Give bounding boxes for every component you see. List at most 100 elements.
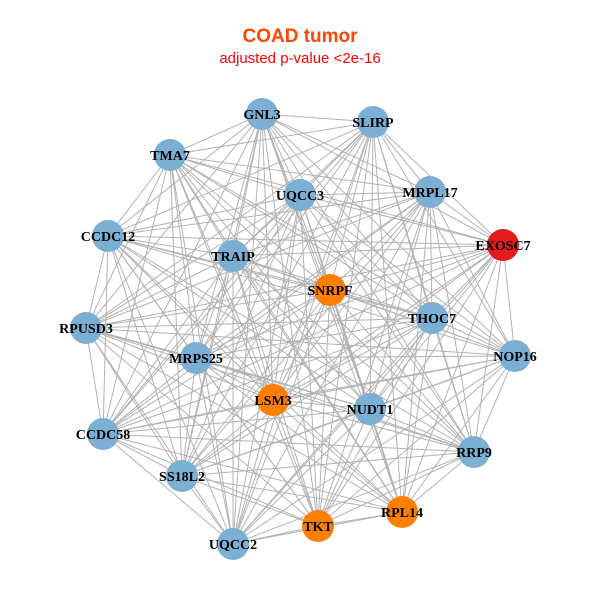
edge-TMA7-EXOSC7 <box>169 154 504 246</box>
node-circle[interactable] <box>414 176 446 208</box>
edge-LSM3-UQCC2 <box>232 399 274 545</box>
edge-NUDT1-TKT <box>317 408 371 527</box>
node-RRP9[interactable]: RRP9 <box>456 436 492 468</box>
node-circle[interactable] <box>354 393 386 425</box>
node-circle[interactable] <box>416 302 448 334</box>
edge-EXOSC7-RRP9 <box>473 244 504 453</box>
edge-NOP16-UQCC2 <box>232 355 516 545</box>
node-TKT[interactable]: TKT <box>302 510 334 542</box>
node-CCDC58[interactable]: CCDC58 <box>76 418 130 450</box>
edge-SNRPF-SS18L2 <box>181 289 331 477</box>
edge-RRP9-SS18L2 <box>181 451 475 477</box>
node-circle[interactable] <box>70 312 102 344</box>
edge-GNL3-MRPS25 <box>195 113 263 359</box>
edge-MRPL17-RPUSD3 <box>85 191 431 329</box>
edge-TMA7-SS18L2 <box>169 154 183 477</box>
edge-UQCC3-MRPL17 <box>299 191 431 196</box>
edge-TMA7-LSM3 <box>169 154 274 401</box>
edge-SNRPF-RRP9 <box>329 289 475 453</box>
edge-GNL3-NOP16 <box>261 113 516 357</box>
node-UQCC3[interactable]: UQCC3 <box>276 179 324 211</box>
node-label: NUDT1 <box>347 403 394 418</box>
edge-THOC7-MRPS25 <box>195 317 433 359</box>
edge-EXOSC7-SS18L2 <box>181 244 504 477</box>
node-MRPS25[interactable]: MRPS25 <box>169 342 223 374</box>
node-circle[interactable] <box>357 106 389 138</box>
node-NUDT1[interactable]: NUDT1 <box>347 393 394 425</box>
edge-LSM3-RRP9 <box>272 399 475 453</box>
edge-MRPS25-TKT <box>195 357 319 527</box>
node-label: UQCC2 <box>209 538 257 553</box>
node-circle[interactable] <box>180 342 212 374</box>
edge-CCDC12-EXOSC7 <box>107 235 504 246</box>
edge-GNL3-RPUSD3 <box>85 113 263 329</box>
node-circle[interactable] <box>487 229 519 261</box>
node-label: GNL3 <box>243 108 280 123</box>
node-THOC7[interactable]: THOC7 <box>408 302 456 334</box>
node-circle[interactable] <box>217 528 249 560</box>
edge-GNL3-SLIRP <box>261 113 374 123</box>
edge-THOC7-UQCC2 <box>232 317 433 545</box>
node-RPL14[interactable]: RPL14 <box>381 496 423 528</box>
edge-TMA7-CCDC58 <box>102 154 171 435</box>
edge-RRP9-TKT <box>317 451 475 527</box>
edge-MRPL17-SNRPF <box>329 191 431 291</box>
node-circle[interactable] <box>92 220 124 252</box>
edge-TMA7-MRPS25 <box>169 154 197 359</box>
node-label: SS18L2 <box>159 470 205 485</box>
edge-RPUSD3-LSM3 <box>85 327 274 401</box>
node-circle[interactable] <box>284 179 316 211</box>
node-SNRPF[interactable]: SNRPF <box>307 274 353 306</box>
edge-NUDT1-RRP9 <box>369 408 475 453</box>
node-circle[interactable] <box>217 240 249 272</box>
node-LSM3[interactable]: LSM3 <box>254 384 292 416</box>
edge-EXOSC7-RPUSD3 <box>85 244 504 329</box>
node-GNL3[interactable]: GNL3 <box>243 98 281 130</box>
node-EXOSC7[interactable]: EXOSC7 <box>475 229 531 261</box>
edge-CCDC12-SS18L2 <box>107 235 183 477</box>
edge-GNL3-CCDC12 <box>107 113 263 237</box>
node-MRPL17[interactable]: MRPL17 <box>402 176 458 208</box>
node-UQCC2[interactable]: UQCC2 <box>209 528 257 560</box>
edge-UQCC3-MRPS25 <box>195 194 301 359</box>
node-NOP16[interactable]: NOP16 <box>493 340 537 372</box>
node-circle[interactable] <box>166 460 198 492</box>
edge-RPUSD3-UQCC2 <box>85 327 234 545</box>
node-circle[interactable] <box>246 98 278 130</box>
edge-MRPL17-THOC7 <box>429 191 433 319</box>
edge-MRPL17-NUDT1 <box>369 191 431 410</box>
node-circle[interactable] <box>458 436 490 468</box>
node-circle[interactable] <box>386 496 418 528</box>
edge-MRPL17-NOP16 <box>429 191 516 357</box>
edge-SLIRP-NUDT1 <box>369 121 374 410</box>
edge-SLIRP-LSM3 <box>272 121 374 401</box>
edge-GNL3-UQCC2 <box>232 113 263 545</box>
node-circle[interactable] <box>154 139 186 171</box>
edge-MRPL17-SS18L2 <box>181 191 431 477</box>
node-CCDC12[interactable]: CCDC12 <box>81 220 135 252</box>
edge-THOC7-LSM3 <box>272 317 433 401</box>
edge-EXOSC7-TRAIP <box>232 244 504 257</box>
edge-THOC7-SS18L2 <box>181 317 433 477</box>
node-circle[interactable] <box>499 340 531 372</box>
node-label: LSM3 <box>254 394 291 409</box>
edge-EXOSC7-MRPS25 <box>195 244 504 359</box>
edges-layer <box>85 113 516 545</box>
node-SS18L2[interactable]: SS18L2 <box>159 460 205 492</box>
edge-CCDC12-UQCC2 <box>107 235 234 545</box>
node-circle[interactable] <box>257 384 289 416</box>
node-circle[interactable] <box>302 510 334 542</box>
node-SLIRP[interactable]: SLIRP <box>352 106 394 138</box>
edge-TRAIP-RRP9 <box>232 255 475 453</box>
node-label: MRPS25 <box>169 352 223 367</box>
edge-CCDC12-TRAIP <box>107 235 234 257</box>
node-TMA7[interactable]: TMA7 <box>150 139 190 171</box>
node-circle[interactable] <box>87 418 119 450</box>
edge-NOP16-MRPS25 <box>195 355 516 359</box>
edge-NUDT1-RPL14 <box>369 408 403 513</box>
node-TRAIP[interactable]: TRAIP <box>211 240 255 272</box>
edge-GNL3-THOC7 <box>261 113 433 319</box>
node-RPUSD3[interactable]: RPUSD3 <box>59 312 113 344</box>
node-circle[interactable] <box>314 274 346 306</box>
